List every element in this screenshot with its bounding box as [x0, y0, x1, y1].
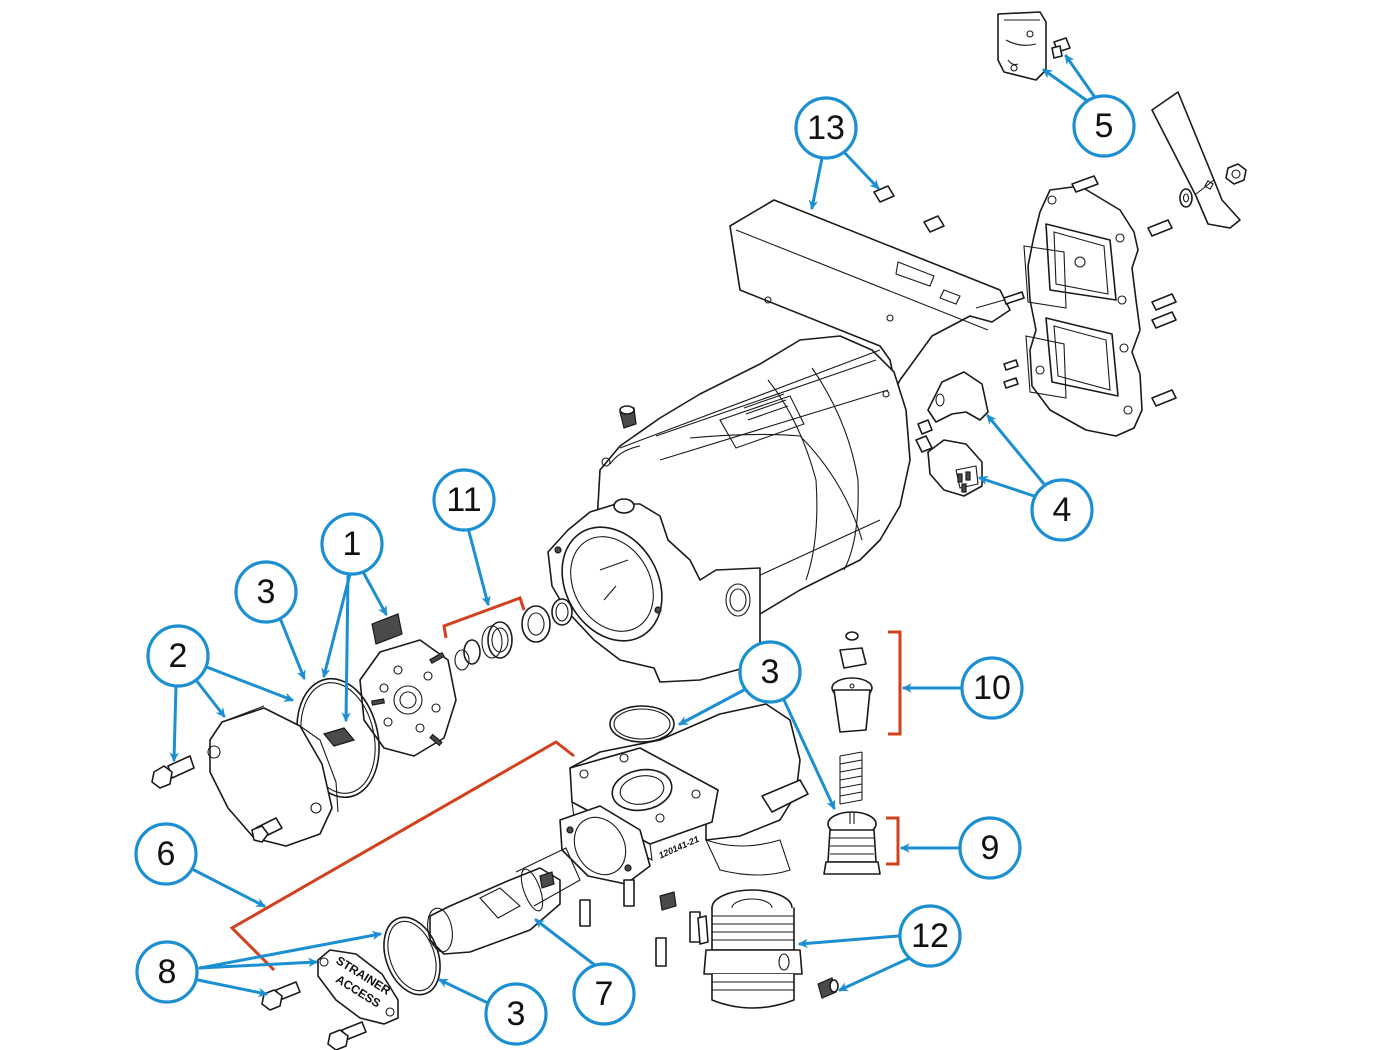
callout-13: 13: [794, 96, 858, 160]
rotor-cover-bolt: [151, 755, 195, 789]
callout-3-body-label: 3: [761, 653, 780, 691]
rotor: [359, 639, 457, 757]
hook-bracket: [1151, 91, 1241, 229]
leader-8b: [198, 957, 318, 970]
callout-3-body: 3: [738, 640, 802, 704]
callout-12: 12: [898, 904, 962, 968]
nozzle-holder-clip: [997, 11, 1047, 81]
callout-10: 10: [960, 656, 1024, 720]
callout-3-strainer-label: 3: [507, 995, 526, 1033]
mounting-bracket: [729, 199, 1025, 389]
leader-13b: [842, 150, 880, 190]
callout-7: 7: [572, 962, 636, 1026]
callout-4-label: 4: [1053, 491, 1072, 529]
leader-3d: [438, 978, 492, 1006]
o-ring-strainer: [383, 916, 441, 996]
callout-2-label: 2: [169, 637, 188, 675]
callout-leaders: [169, 54, 1096, 1006]
callout-11-label: 11: [446, 481, 481, 519]
callout-3-rotor-label: 3: [257, 573, 276, 611]
callout-5: 5: [1072, 94, 1136, 158]
leader-1c: [341, 574, 351, 722]
callout-5-label: 5: [1095, 107, 1114, 145]
leader-3a: [278, 616, 306, 680]
strainer-cover-bolt-top: [261, 981, 301, 1011]
leader-8a: [198, 930, 382, 970]
motor-rear-cover: [1023, 185, 1143, 437]
pump-body-screws: [579, 879, 701, 967]
callout-6-label: 6: [157, 835, 176, 873]
callout-3-rotor: 3: [234, 560, 298, 624]
leader-2c: [169, 684, 180, 762]
vane-top: [371, 613, 403, 645]
callout-8-label: 8: [158, 953, 177, 991]
leader-12a: [798, 934, 900, 949]
strainer: [427, 847, 581, 955]
leader-5a: [1042, 68, 1088, 102]
bracket-screws: [873, 185, 945, 233]
callout-6: 6: [134, 822, 198, 886]
callout-4: 4: [1030, 478, 1094, 542]
switch-bracket: [927, 371, 989, 423]
motor-front-housing: [547, 498, 761, 683]
toggle-switch: [915, 435, 983, 497]
callout-7-label: 7: [595, 975, 614, 1013]
callout-9: 9: [958, 816, 1022, 880]
washer: [1179, 188, 1193, 208]
strainer-cover-bolt-bottom: [327, 1021, 367, 1050]
bracket-check-valve: [886, 816, 900, 866]
check-valve: [823, 811, 881, 875]
leader-13a: [808, 156, 824, 210]
o-ring-pump-body: [609, 705, 675, 743]
leader-7: [534, 918, 598, 968]
shaft-seal-kit: [454, 598, 573, 671]
leader-2a: [202, 664, 294, 702]
callout-2: 2: [146, 624, 210, 688]
callout-3-strainer: 3: [484, 982, 548, 1046]
rear-cover-screws: [1003, 175, 1177, 407]
leader-3b: [678, 688, 746, 726]
pipe-plug: [619, 405, 637, 429]
pipe-plug-small: [817, 977, 839, 999]
callout-8: 8: [135, 940, 199, 1004]
vane-bottom: [322, 727, 356, 747]
leader-5b: [1064, 54, 1096, 98]
leader-12b: [838, 954, 916, 992]
callout-12-label: 12: [911, 917, 949, 955]
callout-9-label: 9: [981, 829, 1000, 867]
pump-body: [559, 703, 809, 885]
leader-8c: [196, 978, 268, 998]
hex-nut: [1225, 163, 1247, 185]
bracket-bypass-valve: [888, 630, 902, 736]
leader-1a: [360, 568, 388, 616]
bracket-seal-kit: [442, 596, 526, 639]
leader-6: [192, 868, 266, 908]
rotor-cover: [207, 705, 339, 847]
spring: [839, 751, 863, 805]
bracket-11: [442, 596, 526, 639]
bypass-valve: [831, 631, 873, 733]
leader-4b: [978, 475, 1036, 498]
callout-11: 11: [432, 468, 496, 532]
bracket-pump-body: [229, 740, 575, 972]
callout-10-label: 10: [973, 669, 1011, 707]
leader-2b: [194, 678, 226, 718]
switch-nut: [917, 419, 933, 435]
leader-4a: [986, 414, 1046, 486]
outlet-fitting: [697, 889, 803, 1009]
leader-11: [466, 526, 491, 606]
callout-1-label: 1: [343, 525, 362, 563]
callout-13-label: 13: [807, 109, 845, 147]
nozzle-holder-screw: [1051, 37, 1071, 59]
leader-3c: [782, 698, 836, 810]
leader-1b: [321, 572, 352, 678]
callout-1: 1: [320, 512, 384, 576]
